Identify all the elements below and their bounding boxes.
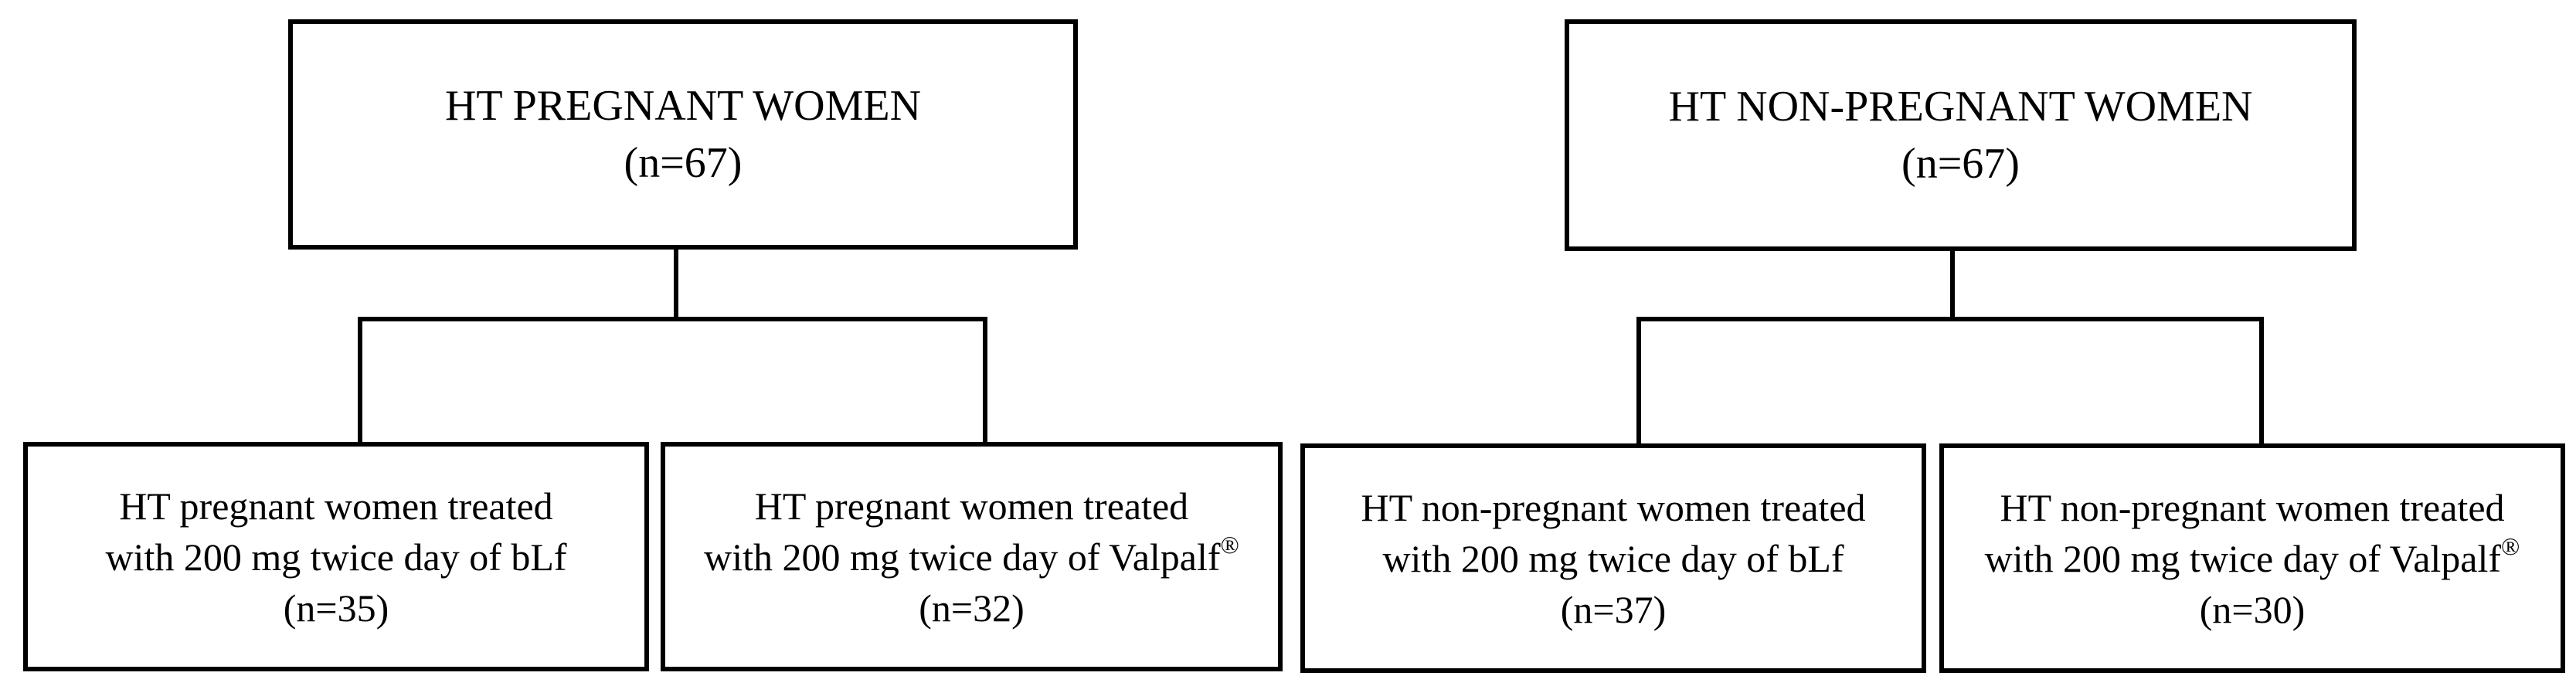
group-title: HT NON-PREGNANT WOMEN bbox=[1668, 83, 2253, 131]
subgroup-box-pregnant-valpalf: HT pregnant women treated with 200 mg tw… bbox=[661, 442, 1283, 671]
connector-drop bbox=[2259, 317, 2264, 443]
subgroup-line1: HT non-pregnant women treated bbox=[1361, 485, 1866, 529]
subgroup-line2: with 200 mg twice day of Valpalf bbox=[1984, 536, 2502, 580]
group-box-non-pregnant: HT NON-PREGNANT WOMEN (n=67) bbox=[1565, 19, 2357, 251]
connector-stem bbox=[1950, 251, 1955, 321]
subgroup-count: (n=32) bbox=[919, 586, 1025, 630]
registered-mark: ® bbox=[2501, 532, 2520, 560]
group-box-pregnant: HT PREGNANT WOMEN (n=67) bbox=[288, 19, 1078, 250]
subgroup-box-pregnant-blf: HT pregnant women treated with 200 mg tw… bbox=[23, 442, 649, 671]
group-count: (n=67) bbox=[1901, 140, 2020, 188]
subgroup-line1: HT non-pregnant women treated bbox=[2000, 485, 2505, 529]
group-title: HT PREGNANT WOMEN bbox=[444, 82, 922, 130]
connector-stem bbox=[674, 250, 678, 321]
subgroup-line2-wrap: with 200 mg twice day of Valpalf® bbox=[1985, 533, 2520, 584]
subgroup-line2-wrap: with 200 mg twice day of Valpalf® bbox=[704, 532, 1239, 583]
connector-drop bbox=[983, 317, 987, 442]
connector-bar bbox=[1636, 317, 2264, 321]
connector-drop bbox=[1636, 317, 1641, 443]
subgroup-count: (n=30) bbox=[2199, 587, 2306, 631]
subgroup-line2: with 200 mg twice day of bLf bbox=[1382, 536, 1844, 580]
subgroup-line2: with 200 mg twice day of Valpalf bbox=[704, 535, 1221, 579]
subgroup-count: (n=35) bbox=[283, 586, 389, 630]
connector-bar bbox=[358, 317, 987, 321]
subgroup-line1: HT pregnant women treated bbox=[754, 484, 1189, 528]
subgroup-box-non-pregnant-valpalf: HT non-pregnant women treated with 200 m… bbox=[1939, 443, 2565, 673]
group-count: (n=67) bbox=[624, 139, 743, 187]
subgroup-line1: HT pregnant women treated bbox=[119, 484, 553, 528]
connector-drop bbox=[358, 317, 362, 442]
subgroup-line2: with 200 mg twice day of bLf bbox=[105, 535, 567, 579]
registered-mark: ® bbox=[1220, 530, 1239, 559]
subgroup-count: (n=37) bbox=[1560, 587, 1667, 631]
subgroup-box-non-pregnant-blf: HT non-pregnant women treated with 200 m… bbox=[1300, 443, 1926, 673]
